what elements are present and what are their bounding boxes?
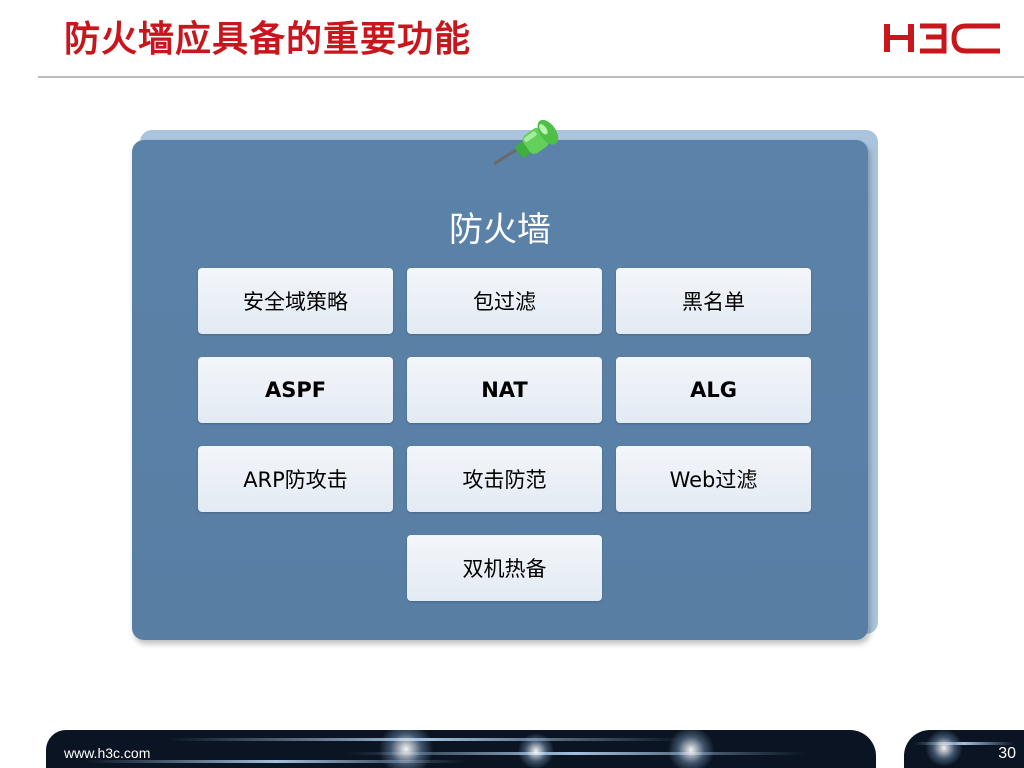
firewall-panel: 防火墙 安全域策略 包过滤 黑名单 ASPF NAT ALG ARP防攻击 攻击… xyxy=(132,130,878,642)
feature-label: 安全域策略 xyxy=(243,290,348,314)
feature-card-arp-defense: ARP防攻击 xyxy=(198,446,393,512)
feature-label: 攻击防范 xyxy=(462,468,547,492)
feature-label: Web过滤 xyxy=(669,468,758,492)
feature-card-nat: NAT xyxy=(407,357,602,423)
footer-band xyxy=(46,730,876,768)
feature-card-blacklist: 黑名单 xyxy=(616,268,811,334)
pushpin-icon xyxy=(493,119,559,166)
title-divider xyxy=(38,76,1024,78)
feature-card-security-zone-policy: 安全域策略 xyxy=(198,268,393,334)
footer-url: www.h3c.com xyxy=(64,745,151,761)
feature-label: NAT xyxy=(481,378,528,402)
feature-label: ALG xyxy=(690,378,737,402)
page-number: 30 xyxy=(998,745,1016,762)
feature-card-aspf: ASPF xyxy=(198,357,393,423)
feature-label: ASPF xyxy=(264,378,327,402)
panel-title: 防火墙 xyxy=(449,210,551,250)
feature-label: 双机热备 xyxy=(462,557,547,581)
feature-card-packet-filter: 包过滤 xyxy=(407,268,602,334)
feature-label: 包过滤 xyxy=(473,290,536,314)
feature-label: 黑名单 xyxy=(682,290,745,314)
feature-label: ARP防攻击 xyxy=(243,468,348,492)
footer-band-right xyxy=(904,730,1024,768)
feature-card-dual-hot-backup: 双机热备 xyxy=(407,535,602,601)
feature-card-attack-defense: 攻击防范 xyxy=(407,446,602,512)
panel-body: 防火墙 安全域策略 包过滤 黑名单 ASPF NAT ALG ARP防攻击 攻击… xyxy=(132,140,868,640)
h3c-logo xyxy=(884,23,1000,54)
slide-title: 防火墙应具备的重要功能 xyxy=(64,19,472,60)
feature-card-web-filter: Web过滤 xyxy=(616,446,811,512)
feature-card-alg: ALG xyxy=(616,357,811,423)
